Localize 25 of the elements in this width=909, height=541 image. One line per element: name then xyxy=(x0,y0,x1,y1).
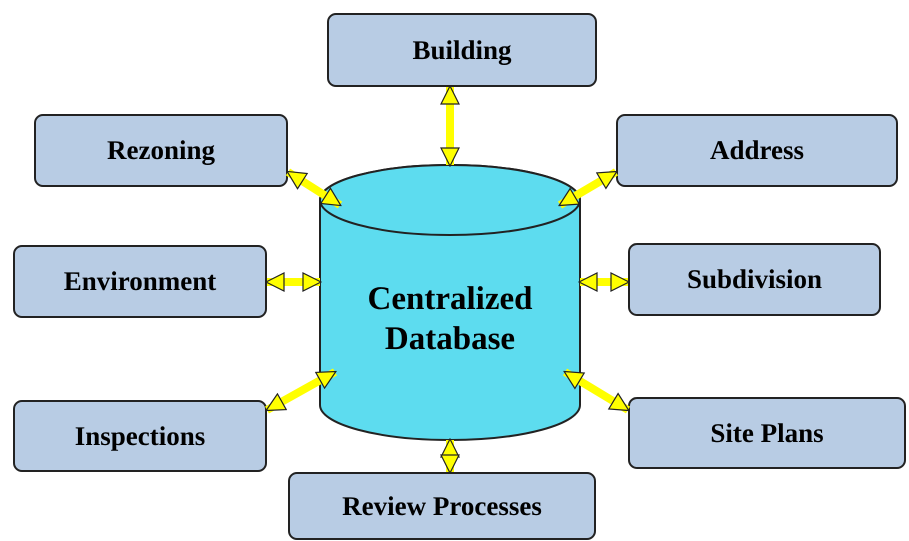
module-box xyxy=(327,13,597,87)
module-box xyxy=(288,472,596,540)
module-box xyxy=(13,245,267,318)
module-box xyxy=(628,243,881,316)
double-arrow xyxy=(265,368,337,414)
module-label: Subdivision xyxy=(686,263,822,296)
module-label: Address xyxy=(710,134,804,167)
module-label: Building xyxy=(412,34,512,66)
double-arrow xyxy=(265,272,322,292)
module-box xyxy=(13,400,267,472)
double-arrow xyxy=(440,85,460,167)
module-label: Review Processes xyxy=(342,490,542,522)
module-box xyxy=(616,114,898,187)
database-label: Centralized Database xyxy=(366,280,534,359)
double-arrow xyxy=(440,438,460,474)
module-box xyxy=(34,114,288,187)
double-arrow xyxy=(286,168,342,208)
module-label: Environment xyxy=(64,265,216,298)
double-arrow xyxy=(562,368,630,414)
module-label: Site Plans xyxy=(710,416,824,450)
double-arrow xyxy=(578,272,630,292)
module-label: Rezoning xyxy=(107,134,215,167)
module-box xyxy=(628,397,906,469)
double-arrow xyxy=(558,168,618,208)
module-label: Inspections xyxy=(74,420,206,452)
